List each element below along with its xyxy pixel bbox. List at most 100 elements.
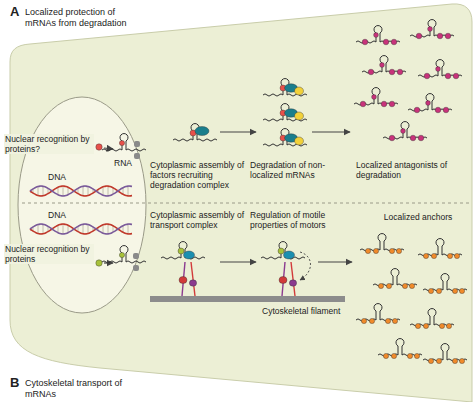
dna-label: DNA: [48, 210, 72, 220]
anchor-protein: [369, 318, 374, 323]
mrna: [423, 274, 467, 292]
antagonist-protein: [397, 69, 403, 75]
anchor-protein: [402, 283, 407, 288]
anchor-protein: [391, 353, 396, 358]
antagonist-protein: [380, 63, 385, 68]
anchor-protein: [439, 323, 444, 328]
nuclear-pore: [133, 265, 139, 271]
anchor-protein: [392, 318, 397, 323]
anchor-protein: [386, 283, 391, 288]
antagonist-protein: [360, 101, 366, 107]
cytoskeletal-filament: [150, 296, 345, 302]
antagonist-protein: [383, 39, 389, 45]
motor-protein: [189, 280, 196, 286]
step-label: Regulation of motile properties of motor…: [250, 210, 342, 230]
anchor-protein: [447, 253, 452, 258]
mrna: [356, 304, 400, 322]
antagonist-protein: [374, 33, 379, 38]
mrna: [410, 309, 454, 327]
regulation-arrow: [300, 252, 311, 280]
step-label: Nuclear recognition by proteins: [4, 244, 94, 264]
mrna: [263, 104, 307, 122]
adaptor-protein: [284, 251, 295, 259]
anchor-protein: [373, 248, 378, 253]
motor-leg: [291, 262, 295, 296]
antagonist-protein: [391, 39, 397, 45]
antagonist-protein: [428, 27, 433, 32]
panel-letter: A: [10, 5, 24, 19]
motor-leg: [191, 262, 195, 296]
antagonist-protein: [453, 73, 459, 79]
mrna: [360, 234, 404, 252]
anchor-protein: [396, 248, 401, 253]
bound-protein: [278, 248, 284, 254]
anchor-protein: [436, 288, 441, 293]
anchor-protein: [365, 248, 370, 253]
anchor-protein: [409, 283, 414, 288]
step-label: Degradation of non-localized mRNAs: [250, 160, 342, 180]
degradation-complex: [295, 87, 304, 95]
mrna: [102, 246, 146, 264]
mrna: [418, 239, 462, 257]
antagonist-protein: [372, 95, 377, 100]
anchor-protein: [459, 288, 464, 293]
anchor-protein: [423, 323, 428, 328]
step-label: Cytoplasmic assembly of transport comple…: [150, 210, 244, 230]
antagonist-protein: [424, 73, 430, 79]
antagonist-protein: [435, 107, 441, 113]
antagonist-protein: [389, 69, 395, 75]
nucleus: [18, 97, 146, 313]
dna-helix: [30, 224, 132, 234]
mrna: [378, 339, 422, 357]
anchor-protein: [454, 253, 459, 258]
antagonist-protein: [368, 69, 374, 75]
motor-protein: [289, 280, 296, 286]
anchor-protein: [389, 248, 394, 253]
structure-label: Cytoskeletal filament: [262, 306, 344, 316]
step-label: Nuclear recognition by proteins?: [4, 134, 94, 154]
bound-protein: [178, 248, 184, 254]
dna-helix: [30, 186, 132, 196]
rna-label: RNA: [114, 158, 136, 168]
cell-outline: [10, 4, 472, 402]
bound-protein: [119, 140, 124, 145]
anchor-protein: [378, 283, 383, 288]
mrna: [263, 129, 307, 147]
anchor-protein: [446, 323, 451, 328]
anchor-protein: [431, 253, 436, 258]
antagonist-protein: [445, 33, 451, 39]
antagonist-protein: [436, 67, 441, 72]
antagonist-protein: [445, 73, 451, 79]
anchor-protein: [452, 288, 457, 293]
nuclear-pore: [133, 253, 139, 259]
mrna: [102, 134, 146, 152]
anchor-protein: [407, 353, 412, 358]
step-arrow: [220, 131, 256, 132]
motor-protein: [279, 277, 287, 284]
antagonist-protein: [443, 107, 449, 113]
antagonist-protein: [389, 101, 395, 107]
bound-protein: [119, 252, 124, 257]
mrna: [173, 124, 217, 142]
antagonist-protein: [416, 33, 422, 39]
mrna: [263, 79, 307, 97]
anchor-protein: [385, 318, 390, 323]
anchor-protein: [428, 288, 433, 293]
panel-letter: B: [10, 376, 24, 390]
section-divider: [22, 203, 470, 204]
motor-protein: [179, 277, 187, 284]
antagonist-protein: [401, 129, 406, 134]
degradation-factor: [195, 127, 209, 136]
anchor-protein: [459, 358, 464, 363]
step-label: Cytoplasmic assembly of factors recruiti…: [150, 160, 244, 190]
antagonist-protein: [426, 101, 431, 106]
mrna: [161, 242, 205, 260]
anchor-protein: [452, 358, 457, 363]
anchor-protein: [383, 353, 388, 358]
mrna: [423, 344, 467, 362]
antagonist-protein: [414, 107, 420, 113]
recognition-protein: [96, 144, 102, 150]
nuclear-pore: [134, 153, 140, 159]
antagonist-protein: [437, 33, 443, 39]
